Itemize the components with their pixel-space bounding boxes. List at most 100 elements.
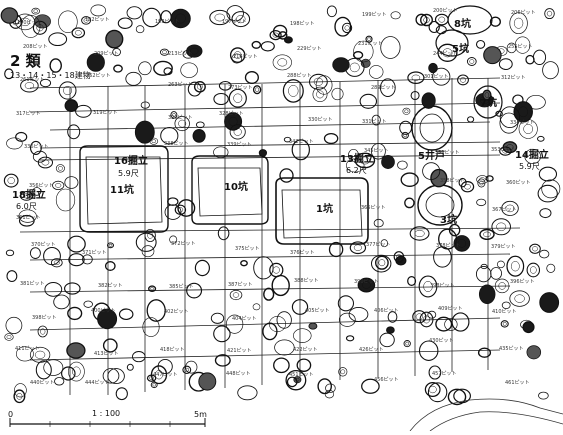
pit-marker-inner [349,62,360,73]
pit-marker [399,120,412,135]
pit-marker-inner [353,244,362,251]
pit-marker-inner [36,24,44,32]
pit-marker [43,246,61,266]
pit-marker [379,332,395,348]
pit-number-label: 402ピット [164,309,189,315]
pit-number-label: 244ピット [433,51,458,57]
pit-number-label: 317ピット [16,111,41,117]
pit-marker-inner [510,261,520,272]
pit-marker-inner [41,159,50,166]
pit-number-label: 456ピット [374,377,399,383]
pit-marker-inner [367,37,371,41]
pit-marker-inner [184,367,190,372]
pit-number-label: 263ピット [168,82,193,88]
pit-marker [544,8,555,20]
pit-marker [229,47,246,63]
pit-marker [352,51,364,60]
building-list: 13・14・15・18建物 [10,71,91,80]
pit-marker-inner [423,315,430,324]
pit-marker [231,53,243,64]
pit-number-label: 320ピット [168,115,193,121]
pit-marker [323,132,339,145]
pit-marker [271,274,290,297]
pit-marker [286,376,298,388]
pit-marker-inner [72,366,81,377]
pit-marker [348,306,369,322]
pit-marker [244,71,259,84]
pit-marker [373,218,384,228]
pit-marker [532,49,547,65]
pit-marker-inner [505,204,515,213]
pit-number-label: 404ピット [232,316,257,322]
pit-marker [198,372,217,391]
pit-marker [428,365,442,380]
pit-number-label: 410ピット [492,309,517,315]
pit-marker [403,340,411,348]
pit-marker [428,62,438,74]
pit-marker [18,214,35,227]
pit-marker-inner [529,266,537,274]
pit-number-label: 209ピット [94,51,119,57]
pit-marker-inner [404,109,409,114]
pit-number-label: 356ピット [29,183,54,189]
pit-marker [447,388,467,406]
b16-name: 16掘立 [114,156,148,167]
pit-marker [269,262,284,278]
pit-marker-inner [423,281,433,292]
pit-marker [67,124,81,140]
pit-marker [539,249,550,259]
pit-marker-inner [513,17,524,29]
pit-marker-inner [286,38,291,42]
pit-marker [331,87,344,101]
pit-number-label: 273ピット [228,85,253,91]
pit-marker [240,260,248,267]
pit-marker [229,289,243,301]
pit-marker-inner [149,376,154,380]
pit-marker [466,116,475,123]
pit-number-label: 367ピット [492,207,517,213]
pit-number-label: 461ピット [505,380,530,386]
pit-marker [54,377,65,386]
pit-marker [537,135,545,142]
pit-marker-inner [415,313,423,320]
pit-marker [475,39,486,49]
pit-number-label: 338ピット [164,141,189,147]
pit-marker [401,131,409,139]
pit-marker [252,85,262,95]
pit-marker-inner [288,85,299,97]
pit-number-label: 371ピット [82,250,107,256]
pit-marker [194,259,210,277]
pit5-label: 5坑 [452,44,469,55]
pit-marker [274,339,295,356]
pit-marker [529,243,541,254]
pit-number-label: 411ピット [15,346,40,352]
pit-marker [386,326,395,334]
pit-marker-inner [74,30,82,36]
pit-marker [48,32,68,47]
pit-marker [37,156,54,169]
pit-marker-inner [23,193,30,199]
pit-marker-inner [178,119,187,128]
pit-marker [43,359,64,376]
pit-marker [61,366,76,381]
pit-marker [513,101,533,123]
pit-marker [387,311,398,323]
pit-marker [409,226,430,241]
pit-marker-inner [6,335,12,339]
pit-marker [328,241,344,258]
pit-marker [231,11,251,28]
pit-marker-inner [546,10,553,17]
pit-number-label: 422ピット [293,347,318,353]
pit-marker [506,255,525,277]
pit-marker [210,312,225,324]
building-grid-lines [19,77,521,395]
pit-number-label: 418ピット [160,347,185,353]
pit-marker [58,10,78,33]
pit-number-label: 336ピット [24,144,49,150]
pit-marker [430,168,448,188]
pit-marker [415,13,428,26]
pit-marker [177,199,196,217]
pit-marker [81,16,92,25]
pit-marker [5,249,15,257]
pit-number-label: 213ピット [168,51,193,57]
